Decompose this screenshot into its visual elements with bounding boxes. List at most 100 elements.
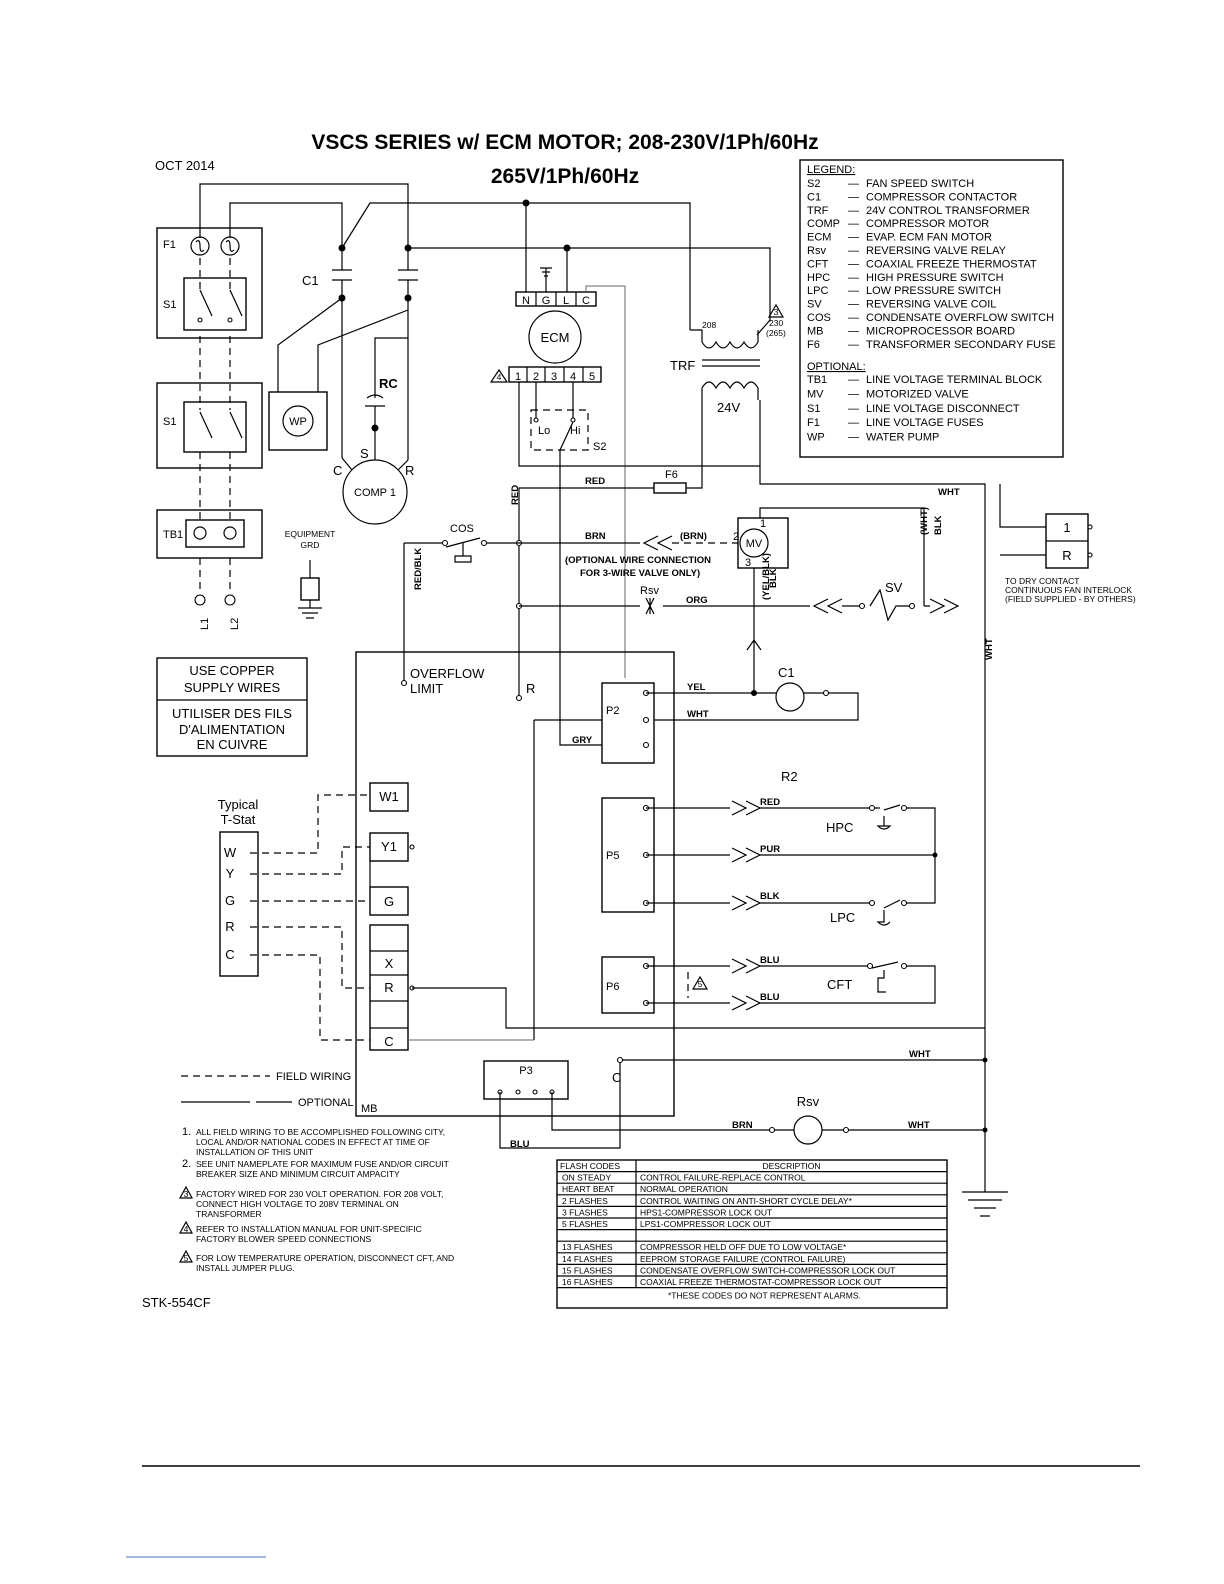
flash-code: 14 FLASHES <box>562 1254 613 1264</box>
trf-secondary-coil <box>701 381 759 400</box>
svg-text:C: C <box>384 1034 393 1049</box>
f6-fuse <box>653 482 687 494</box>
svg-text:SUPPLY WIRES: SUPPLY WIRES <box>184 680 281 695</box>
svg-text:3: 3 <box>551 371 557 383</box>
p6-wires <box>646 965 730 1004</box>
svg-text:W: W <box>224 845 237 860</box>
legend-dash: — <box>848 299 859 311</box>
p2-label: P2 <box>606 705 619 717</box>
rc-label: RC <box>379 376 398 391</box>
wp-label: WP <box>289 416 307 428</box>
wire-org: ORG <box>686 595 708 606</box>
ecm-power-wires <box>525 203 568 292</box>
title-line-2: 265V/1Ph/60Hz <box>491 165 639 188</box>
p6-label: P6 <box>606 981 619 993</box>
legend-code: CFT <box>807 258 829 270</box>
flash-desc: CONDENSATE OVERFLOW SWITCH-COMPRESSOR LO… <box>640 1265 895 1275</box>
legend-optional-desc: MOTORIZED VALVE <box>866 388 969 400</box>
note-line: FACTORY WIRED FOR 230 VOLT OPERATION. FO… <box>196 1189 443 1199</box>
legend-optional-code: MV <box>807 388 824 400</box>
compressor-motor <box>342 459 408 525</box>
overflow-label-1: OVERFLOW <box>410 666 485 681</box>
r-terminal-wire <box>412 987 985 1029</box>
common-wht-wire <box>759 466 986 1190</box>
lpc-switch <box>876 899 901 926</box>
note-line: SEE UNIT NAMEPLATE FOR MAXIMUM FUSE AND/… <box>196 1159 449 1169</box>
flash-desc: LPS1-COMPRESSOR LOCK OUT <box>640 1219 771 1229</box>
p3-connector <box>483 1060 569 1100</box>
note-4-triangle <box>489 368 509 383</box>
note-number: 2. <box>182 1158 191 1170</box>
legend-dash: — <box>848 374 859 386</box>
note-line: CONNECT HIGH VOLTAGE TO 208V TERMINAL ON <box>196 1199 399 1209</box>
wire-brn-paren: (BRN) <box>680 531 707 542</box>
blu-p3-wire <box>499 1059 985 1149</box>
mb-c-label: C <box>612 1070 621 1085</box>
optional-wire-note-1: (OPTIONAL WIRE CONNECTION <box>565 555 711 566</box>
p5-field-wires <box>760 807 935 904</box>
note-number: 5 <box>184 1253 189 1263</box>
note-line: LOCAL AND/OR NATIONAL CODES IN EFFECT AT… <box>196 1137 430 1147</box>
tstat-field-wires <box>250 794 370 1041</box>
flash-code: 5 FLASHES <box>562 1219 608 1229</box>
legend-desc: EVAP. ECM FAN MOTOR <box>866 232 992 244</box>
legend-optional-items: TB1—LINE VOLTAGE TERMINAL BLOCKMV—MOTORI… <box>807 374 1043 444</box>
svg-text:C: C <box>582 295 590 307</box>
wire-brn: BRN <box>585 531 606 542</box>
n-wire-to-trf-tap <box>567 247 771 336</box>
flash-code: ON STEADY <box>562 1173 611 1183</box>
hpc-switch <box>872 804 936 904</box>
mv-motor-symbol <box>739 528 769 558</box>
note-line: INSTALL JUMPER PLUG. <box>196 1263 295 1273</box>
flash-desc: EEPROM STORAGE FAILURE (CONTROL FAILURE) <box>640 1254 846 1264</box>
p5-wires <box>646 807 730 904</box>
f1-label: F1 <box>163 239 176 251</box>
hpc-label: HPC <box>826 820 853 835</box>
rsv-small-label: Rsv <box>640 585 659 597</box>
wire-wht-p2: WHT <box>687 709 709 720</box>
red-24v-wire <box>518 487 654 698</box>
legend-code: MB <box>807 325 824 337</box>
legend-dash: — <box>848 178 859 190</box>
dry-terminal-r: R <box>1062 548 1071 563</box>
power-dashed-links <box>199 258 231 520</box>
sv-label: SV <box>885 580 903 595</box>
svg-text:G: G <box>384 894 394 909</box>
trf-24v-label: 24V <box>717 400 740 415</box>
svg-text:Y1: Y1 <box>381 839 397 854</box>
equipment-label-2: GRD <box>301 540 320 550</box>
tstat-label-2: T-Stat <box>221 812 256 827</box>
wire-wht-top: WHT <box>938 487 960 498</box>
note-line: BREAKER SIZE AND MINIMUM CIRCUIT AMPACIT… <box>196 1169 400 1179</box>
trf-tap-265: (265) <box>766 328 786 338</box>
p3-label: P3 <box>519 1065 532 1077</box>
s1-switch-blades <box>199 289 243 317</box>
comp-terminal-leads <box>341 457 409 471</box>
wire-yel-blk: (YEL/BLK) <box>761 553 772 600</box>
flash-header-desc: DESCRIPTION <box>762 1161 820 1171</box>
flash-footnote: *THESE CODES DO NOT REPRESENT ALARMS. <box>668 1291 861 1301</box>
comp-c-terminal: C <box>333 463 342 478</box>
tb1-terminal-block <box>185 519 245 548</box>
legend-desc: COMPRESSOR MOTOR <box>866 218 989 230</box>
mv-label: MV <box>746 538 763 550</box>
trf-primary-coil <box>690 329 759 349</box>
c1-contact-right <box>398 248 418 298</box>
legend-dash: — <box>848 417 859 429</box>
equipment-ground-symbol <box>298 560 322 619</box>
sv-coil <box>842 588 912 622</box>
flash-code: 15 FLASHES <box>562 1265 613 1275</box>
date-label: OCT 2014 <box>155 158 215 173</box>
flash-desc: NORMAL OPERATION <box>640 1184 728 1194</box>
flash-desc: HPS1-COMPRESSOR LOCK OUT <box>640 1207 772 1217</box>
note-line: ALL FIELD WIRING TO BE ACCOMPLISHED FOLL… <box>196 1127 445 1137</box>
note-5-triangle <box>691 975 709 990</box>
notes-section: 1.ALL FIELD WIRING TO BE ACCOMPLISHED FO… <box>178 1126 454 1273</box>
fuse-symbols <box>190 236 240 256</box>
legend-dash: — <box>848 388 859 400</box>
svg-text:UTILISER DES FILS: UTILISER DES FILS <box>172 706 292 721</box>
cft-label: CFT <box>827 977 852 992</box>
trf-secondary-to-f6 <box>686 400 703 489</box>
svg-text:4: 4 <box>570 371 576 383</box>
svg-text:L: L <box>563 295 569 307</box>
